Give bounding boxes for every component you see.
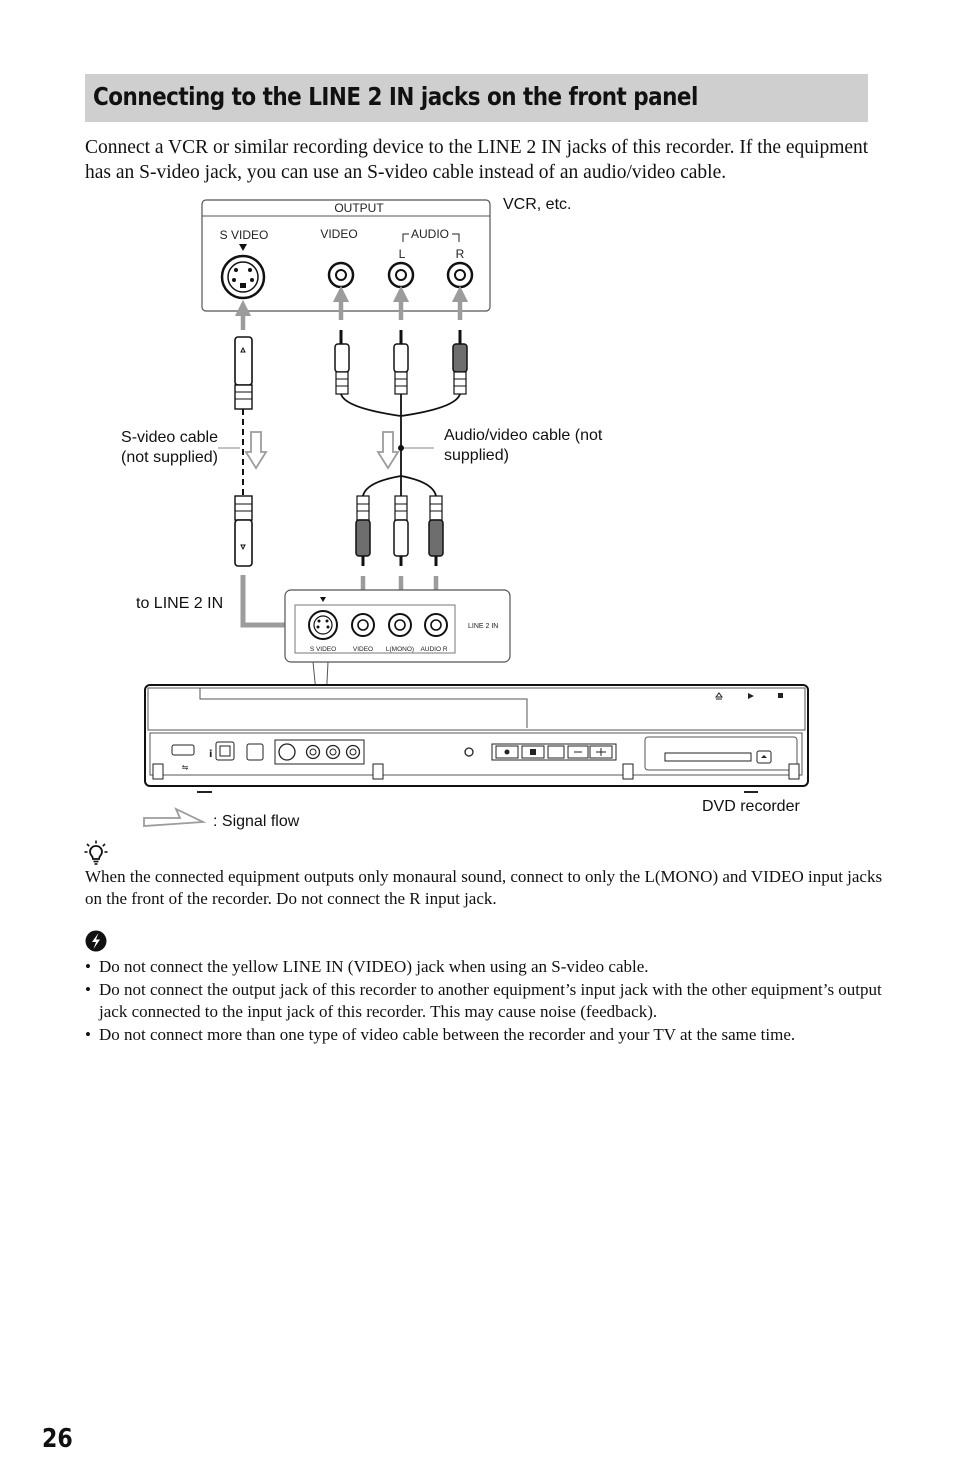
dvd-recorder-label: DVD recorder (702, 798, 800, 815)
av-cable (334, 330, 468, 566)
line2-in-label: LINE 2 IN (468, 623, 498, 630)
note-item: Do not connect more than one type of vid… (85, 1024, 885, 1047)
front-audio-r-jack (424, 613, 448, 637)
front-svideo-jack (308, 610, 338, 640)
notes-list: Do not connect the yellow LINE IN (VIDEO… (85, 956, 885, 1046)
tip-text: When the connected equipment outputs onl… (85, 867, 883, 908)
vcr-output-title: OUTPUT (334, 201, 384, 215)
caution-icon (85, 930, 107, 952)
dvd-recorder-illustration: ⇋ i (144, 684, 809, 793)
note-item: Do not connect the output jack of this r… (85, 979, 885, 1024)
section-heading: Connecting to the LINE 2 IN jacks on the… (93, 82, 698, 111)
intro-paragraph: Connect a VCR or similar recording devic… (85, 137, 869, 183)
front-svideo-label: S VIDEO (310, 646, 336, 653)
vcr-video-jack (327, 261, 355, 289)
vcr-audio-r-jack (446, 261, 474, 289)
front-video-jack (351, 613, 375, 637)
vcr-audio-l-jack (387, 261, 415, 289)
vcr-label: VCR, etc. (503, 196, 572, 213)
vcr-audio-label: AUDIO (411, 227, 449, 241)
note-item: Do not connect the yellow LINE IN (VIDEO… (85, 956, 885, 979)
vcr-output-panel: OUTPUT S VIDEO VIDEO AUDIO L R (201, 199, 491, 312)
vcr-arrows (234, 285, 469, 330)
vcr-svideo-jack (220, 254, 266, 300)
signal-flow-arrow-icon (143, 807, 207, 827)
front-audio-l-jack (388, 613, 412, 637)
front-lmono-label: L(MONO) (386, 646, 414, 653)
front-audio-r-label: AUDIO R (420, 646, 447, 653)
svg-text:⇋: ⇋ (182, 763, 189, 772)
vcr-svideo-label: S VIDEO (220, 228, 269, 242)
svideo-cable (218, 336, 309, 634)
front-video-label: VIDEO (353, 646, 373, 653)
line2-in-panel: LINE 2 IN S VIDEO VIDEO L(MONO) AUDIO R (284, 589, 511, 743)
vcr-video-label: VIDEO (320, 227, 357, 241)
vcr-right-label: R (456, 247, 465, 261)
heading-bar (85, 74, 868, 122)
av-cable-label: Audio/video cable (not supplied) (444, 427, 603, 464)
to-line2-label: to LINE 2 IN (136, 595, 224, 612)
svideo-cable-label: S-video cable (not supplied) (121, 429, 218, 466)
lightbulb-icon (84, 840, 108, 865)
page-number: 26 (42, 1424, 73, 1454)
vcr-left-label: L (399, 247, 406, 261)
svg-text:i: i (209, 749, 212, 760)
signal-flow-label: : Signal flow (213, 813, 300, 830)
